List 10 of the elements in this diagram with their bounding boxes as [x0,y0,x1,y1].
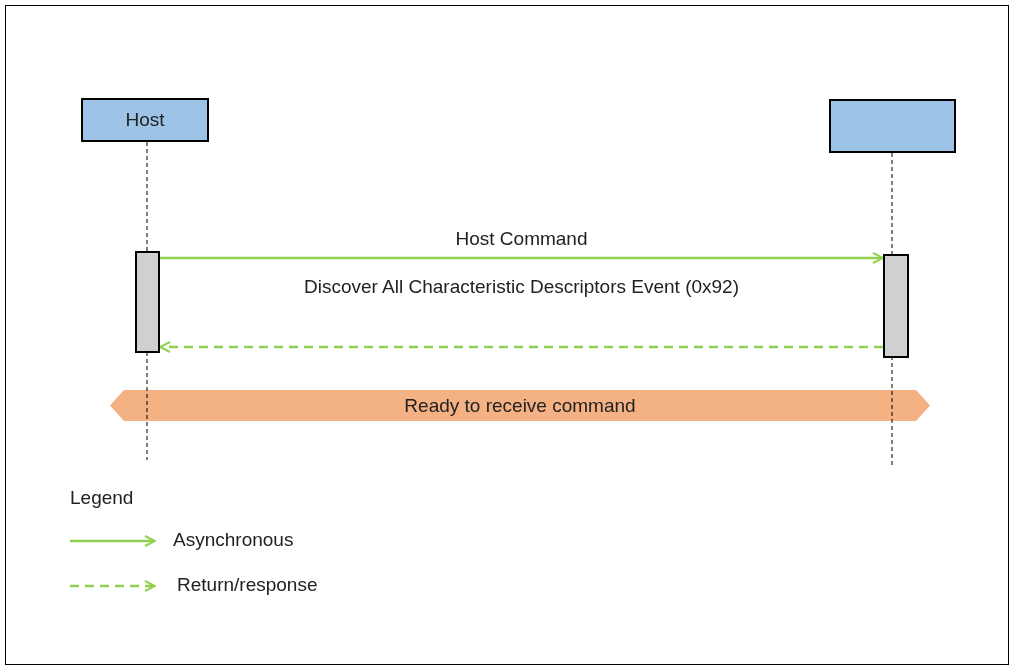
lifeline-head-box: Host [81,98,209,142]
lifeline-head-box [829,99,956,153]
legend-text: Asynchronous [173,529,294,551]
legend-text: Return/response [177,574,318,596]
activation-bar [135,251,160,353]
activation-bar [883,254,909,358]
message-arrow [160,252,884,264]
legend-title: Legend [70,487,134,509]
message-arrow [159,341,883,353]
state-banner: Ready to receive command [110,390,930,421]
